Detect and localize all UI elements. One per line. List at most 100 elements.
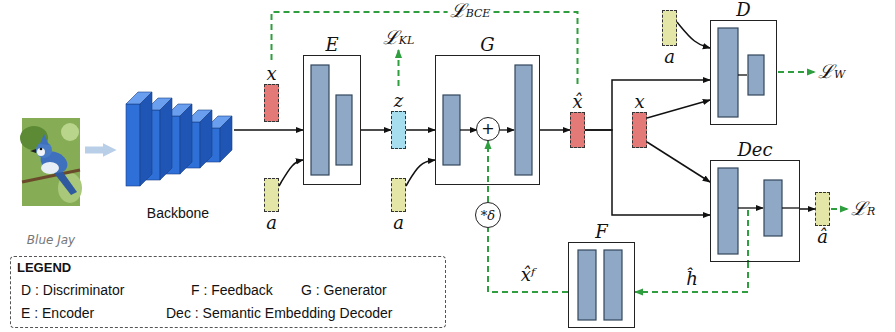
loss-connector <box>487 141 489 202</box>
legend-entry: E : Encoder <box>21 304 94 322</box>
data-connector <box>800 208 815 210</box>
legend-entry: Dec : Semantic Embedding Decoder <box>166 304 392 322</box>
legend-text: G : Generator <box>301 282 387 298</box>
inner-arrow <box>499 129 514 130</box>
layer-bar <box>764 180 782 236</box>
scale-node: *δ <box>475 202 501 228</box>
vector-symbol: x <box>634 92 644 112</box>
attribute-vector: a <box>391 178 406 212</box>
bird-belly <box>41 162 59 174</box>
legend-entry: D : Discriminator <box>21 281 124 299</box>
layer-bar <box>311 65 329 175</box>
backbone-layers <box>126 92 232 186</box>
vector-symbol: a <box>393 213 404 233</box>
loss-leaders <box>399 50 849 261</box>
generator-box: G+ <box>435 55 540 185</box>
data-connector <box>585 130 710 215</box>
layer-bar <box>336 95 352 165</box>
decoded-attribute: â <box>815 192 830 226</box>
feature-vector: x <box>264 84 279 122</box>
network-layers <box>311 28 782 320</box>
legend-heading: LEGEND <box>17 260 71 276</box>
vector-symbol: x̂ <box>572 92 582 112</box>
module-letter: Dec <box>737 140 772 160</box>
layer-bar <box>515 65 532 175</box>
data-connector <box>677 22 710 48</box>
module-letter: D <box>736 0 750 20</box>
input-image: Blue Jay <box>22 118 80 206</box>
vector-symbol: a <box>266 213 277 233</box>
legend-text: D : Discriminator <box>21 282 124 298</box>
bird-photo <box>20 118 82 206</box>
plus-sign: + <box>481 121 494 137</box>
inner-arrow <box>738 207 763 208</box>
layer-bar <box>718 28 738 117</box>
bird-beak <box>30 149 36 153</box>
inner-arrow <box>460 129 477 130</box>
layer-bar <box>578 250 596 320</box>
image-caption: Blue Jay <box>27 232 75 248</box>
layer-bar <box>443 95 460 165</box>
loss-arrow <box>398 50 400 86</box>
legend-entry: G : Generator <box>301 281 387 299</box>
data-connector <box>647 100 710 118</box>
layer-bar <box>718 168 738 254</box>
input-arrow <box>85 147 104 154</box>
bird-face <box>37 148 45 156</box>
feedback-box: F <box>568 242 635 328</box>
bird-body <box>37 147 71 177</box>
generated-vector: x̂ <box>570 112 585 148</box>
legend-box: LEGEND D : Discriminator F : Feedback G : G… <box>10 256 446 328</box>
loss-connector <box>488 228 568 292</box>
bird-crest <box>40 134 49 145</box>
data-connector <box>406 129 435 131</box>
discriminator-box: D <box>710 20 777 125</box>
data-connector <box>279 160 303 186</box>
encoder-box: E <box>303 55 361 185</box>
loss-label: ℒR <box>851 197 875 223</box>
inner-wires <box>460 75 799 208</box>
vector-symbol: a <box>664 47 675 67</box>
legend-entry: F : Feedback <box>191 281 273 299</box>
inner-wire <box>738 74 747 75</box>
loss-connector <box>635 262 748 292</box>
signal-label: x̂ᶠ <box>519 265 537 285</box>
connectors <box>85 12 815 292</box>
layer-bar <box>604 250 622 320</box>
module-letter: G <box>480 35 494 55</box>
vector-symbol: z <box>394 91 403 111</box>
data-connector <box>406 160 435 186</box>
feedback-tap <box>747 210 749 261</box>
vector-symbol: â <box>817 227 828 247</box>
module-letter: F <box>595 222 608 242</box>
attribute-vector: a <box>264 178 279 212</box>
loss-connector <box>272 12 578 88</box>
backbone-network: Backbone <box>118 92 238 194</box>
module-letter: E <box>325 35 338 55</box>
legend-text: F : Feedback <box>191 282 273 298</box>
loss-label: ℒW <box>818 60 845 86</box>
legend-text: Dec : Semantic Embedding Decoder <box>166 305 392 321</box>
bird-eye <box>40 148 43 151</box>
data-connector <box>585 80 710 130</box>
loss-label: ℒKL <box>383 26 415 52</box>
legend-text: E : Encoder <box>21 305 94 321</box>
foliage <box>61 123 79 141</box>
decoder-box: Dec <box>710 160 800 262</box>
data-connector <box>361 129 391 131</box>
latent-vector: z <box>391 111 406 149</box>
data-connector <box>540 129 570 131</box>
inner-wire <box>782 207 799 208</box>
feature-vector: x <box>632 112 647 148</box>
data-connector <box>234 129 303 131</box>
loss-arrow <box>778 71 815 73</box>
vector-symbol: x <box>266 64 276 84</box>
scale-symbol: *δ <box>481 208 495 223</box>
data-connector <box>647 142 710 182</box>
loss-arrow <box>831 208 848 210</box>
signal-label: ĥ <box>684 269 700 289</box>
